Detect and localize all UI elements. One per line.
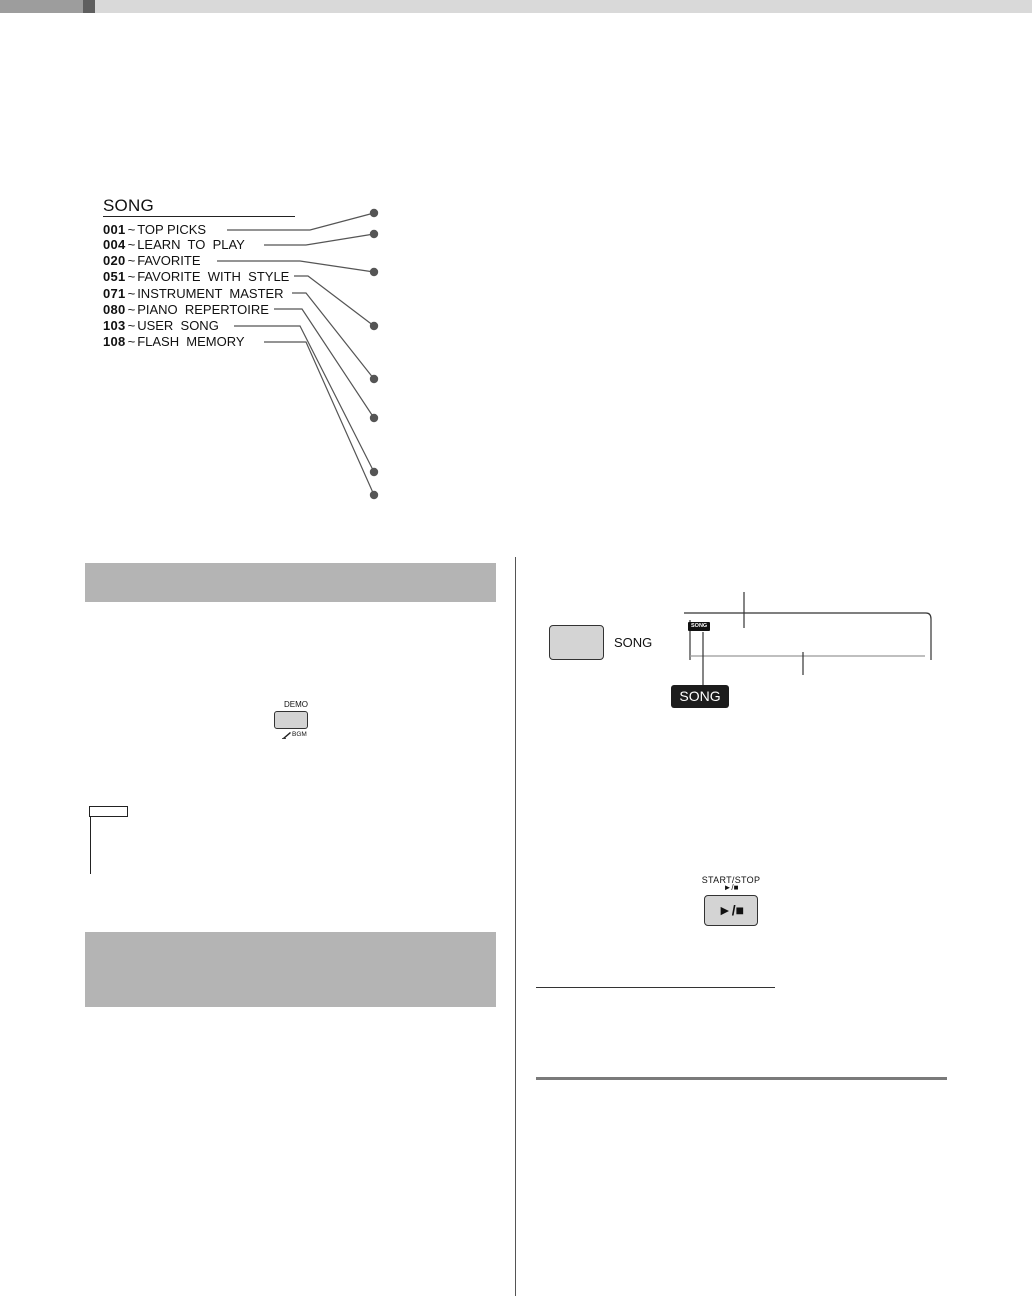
callout-dot [369,490,379,500]
callout-line [264,233,375,246]
song-category-label: USER SONG [137,318,219,333]
section-heading-bar [85,563,496,602]
song-category-label: FAVORITE [137,253,201,268]
callout-line [292,292,375,380]
song-category-row: 071~INSTRUMENT MASTER [103,287,284,301]
song-category-number: 020 [103,253,126,268]
song-category-tilde: ~ [127,286,136,301]
song-category-tilde: ~ [127,253,136,268]
note-icon [89,806,128,817]
callout-dot [369,208,379,218]
right-column-rule [536,987,775,988]
song-category-number: 051 [103,269,126,284]
song-button-label: SONG [614,635,653,650]
lcd-frame [684,612,932,660]
song-category-tilde: ~ [127,302,136,317]
callout-line [234,325,375,473]
lcd-display-outline [684,592,932,685]
column-divider [515,557,516,1296]
song-category-row: 108~FLASH MEMORY [103,335,245,349]
song-button[interactable] [549,625,604,660]
song-category-label: FLASH MEMORY [137,334,245,349]
lcd-song-indicator: SONG [688,622,711,631]
demo-button-label: DEMO [284,700,308,709]
song-category-tilde: ~ [127,222,136,237]
section-heading-bar [85,932,496,1007]
song-category-tilde: ~ [127,334,136,349]
callout-dot [369,321,379,331]
song-category-number: 004 [103,237,126,252]
page-top-tab-marker [83,0,95,13]
song-callout-lines [217,208,379,500]
song-category-label: LEARN TO PLAY [137,237,245,252]
song-category-number: 071 [103,286,126,301]
song-list-heading-rule [103,216,295,217]
song-category-tilde: ~ [127,318,136,333]
callout-dot [369,413,379,423]
callout-dot [369,467,379,477]
song-category-label: INSTRUMENT MASTER [137,286,284,301]
song-category-row: 001~TOP PICKS [103,223,206,237]
callout-line [264,341,375,496]
song-list-heading: SONG [103,196,154,215]
demo-button[interactable] [274,711,308,729]
pen-icon [282,732,291,739]
startstop-symbol-label: ►/■ [723,883,739,892]
callout-dot [369,267,379,277]
song-category-row: 080~PIANO REPERTOIRE [103,303,269,317]
song-category-number: 108 [103,334,126,349]
song-category-row: 020~FAVORITE [103,254,201,268]
song-category-number: 080 [103,302,126,317]
startstop-button[interactable]: ►/■ [704,895,758,926]
song-category-label: PIANO REPERTOIRE [137,302,269,317]
callout-line [294,275,375,327]
song-category-tilde: ~ [127,269,136,284]
callout-line [217,260,375,273]
song-category-label: TOP PICKS [137,222,207,237]
callout-line [274,308,375,419]
song-indicator-badge: SONG [671,685,729,708]
song-category-number: 103 [103,318,126,333]
song-category-number: 001 [103,222,126,237]
page-top-tab [0,0,83,13]
note-rule [90,816,91,874]
song-category-row: 103~USER SONG [103,319,219,333]
page-top-strip [0,0,1032,13]
callout-dot [369,229,379,239]
bgm-label: BGM [292,731,307,738]
song-category-tilde: ~ [127,237,136,252]
song-category-label: FAVORITE WITH STYLE [137,269,290,284]
song-category-row: 051~FAVORITE WITH STYLE [103,270,289,284]
startstop-button-label: START/STOP [701,875,761,885]
callout-line [227,212,375,231]
song-category-row: 004~LEARN TO PLAY [103,238,245,252]
callout-dot [369,374,379,384]
right-column-heading-rule [536,1077,947,1080]
